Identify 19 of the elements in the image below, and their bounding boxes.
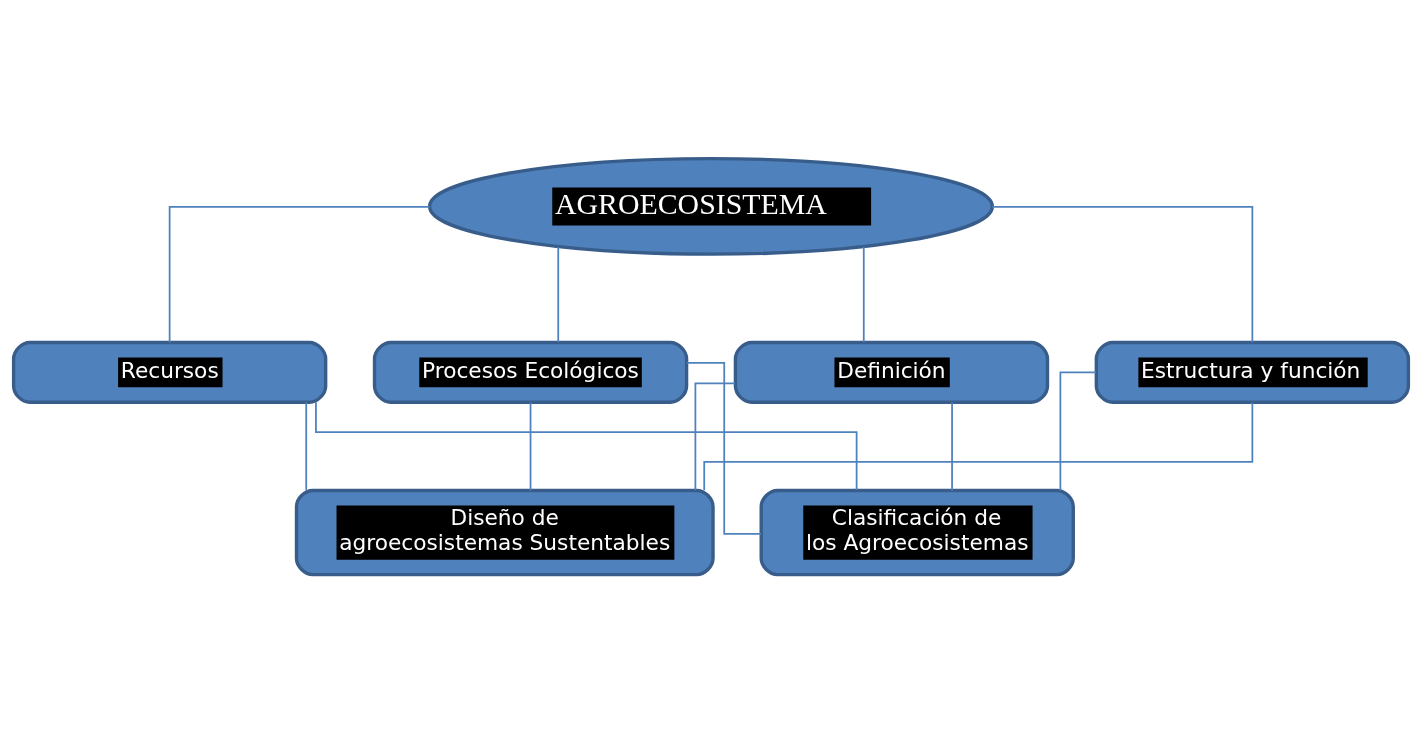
connector <box>557 245 560 343</box>
connector <box>168 205 431 343</box>
connector <box>315 400 858 491</box>
connector <box>991 205 1254 343</box>
connector <box>703 401 1254 491</box>
connector <box>951 401 953 491</box>
connector <box>694 381 736 491</box>
node-box: Diseño de agroecosistemas Sustentables <box>294 488 715 576</box>
node-box: Procesos Ecológicos <box>372 340 689 404</box>
connector <box>529 401 532 491</box>
connector <box>686 361 762 535</box>
connector <box>1059 371 1097 491</box>
connector <box>305 401 308 491</box>
connector <box>862 245 865 343</box>
node-box: Definición <box>733 340 1050 404</box>
node-box: Recursos <box>11 340 328 404</box>
node-box: Estructura y función <box>1094 340 1411 404</box>
node-ellipse: AGROECOSISTEMA <box>427 156 995 256</box>
node-box: Clasificación de los Agroecosistemas <box>759 488 1075 576</box>
